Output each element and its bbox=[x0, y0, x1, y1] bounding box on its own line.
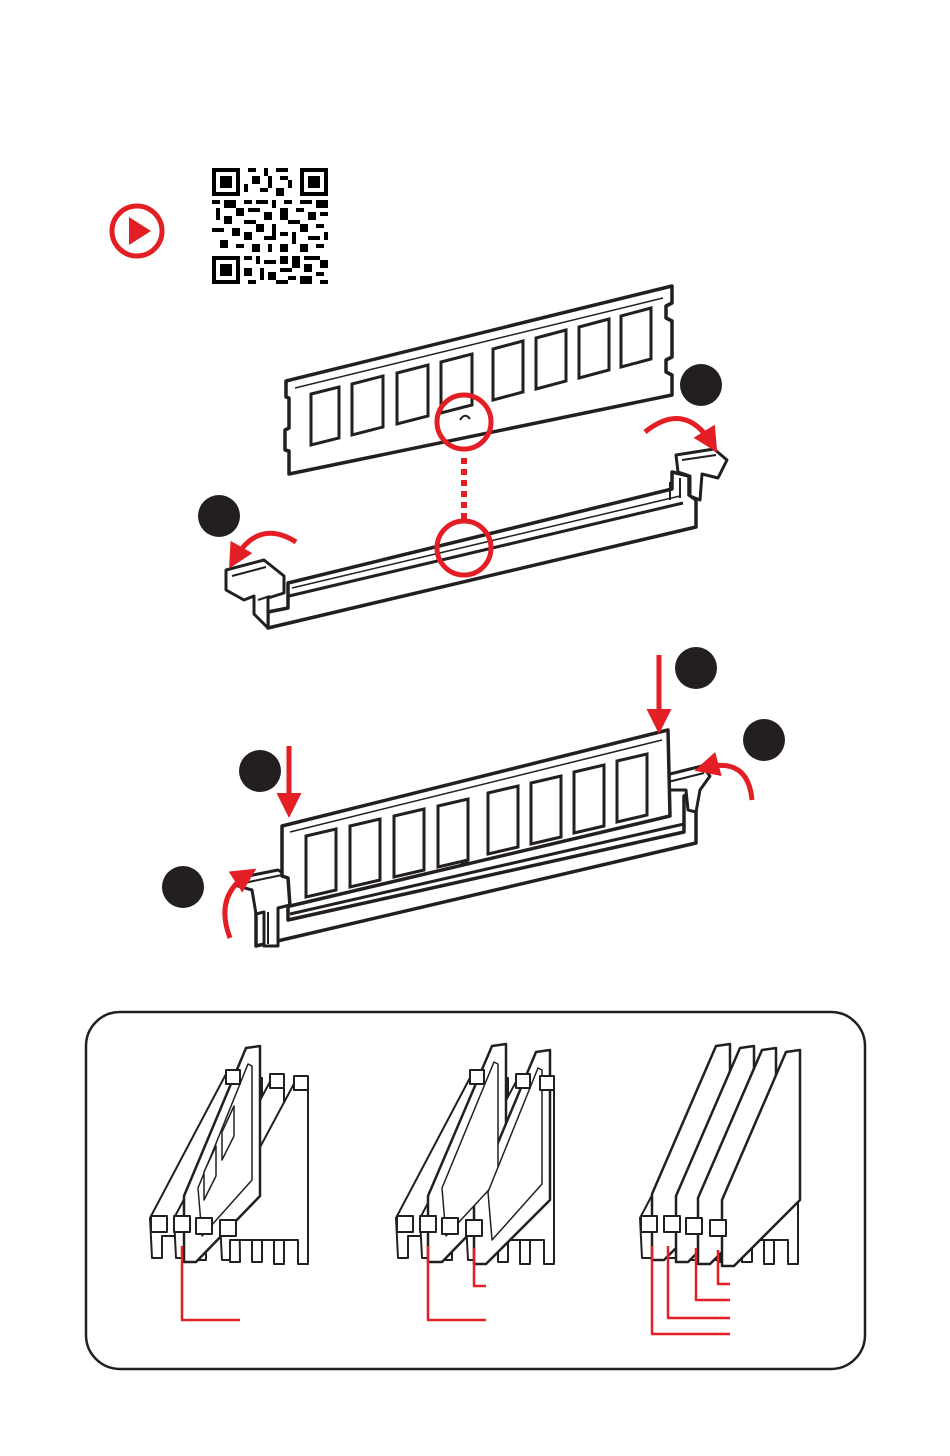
open-latch-arrow-right bbox=[645, 419, 712, 444]
step-marker bbox=[162, 866, 204, 908]
dimm-population-panel bbox=[86, 1012, 865, 1369]
dimm-installation-illustration bbox=[162, 647, 785, 946]
step-marker bbox=[675, 647, 717, 689]
open-latch-arrow-left bbox=[234, 533, 296, 560]
step-marker bbox=[743, 719, 785, 761]
dimm-slot bbox=[226, 449, 727, 628]
dimm-removal-illustration bbox=[198, 286, 727, 628]
step-marker bbox=[239, 750, 281, 792]
close-latch-arrow-right bbox=[704, 765, 752, 800]
step-marker bbox=[680, 364, 722, 406]
step-marker bbox=[198, 495, 240, 537]
